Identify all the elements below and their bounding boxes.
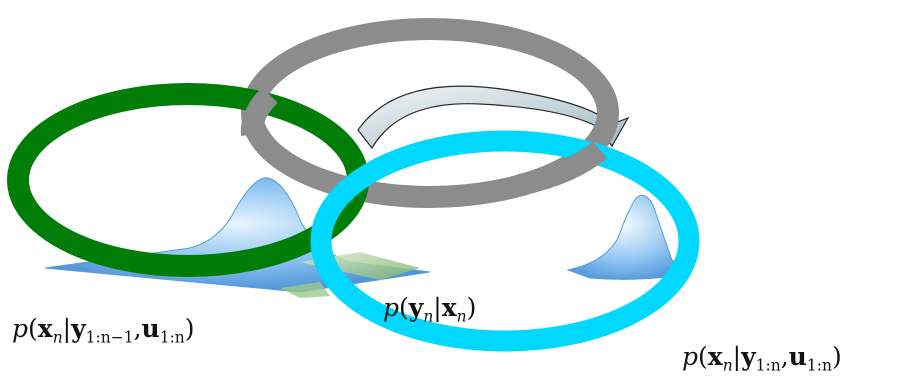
posterior-label: p(xn|y1:n,u1:n)	[682, 342, 842, 375]
predict-ring-overlap	[240, 87, 278, 136]
update-ring	[310, 130, 700, 352]
likelihood-label: p(yn|xn)	[383, 293, 477, 326]
prior-label: p(xn|y1:n−1,u1:n)	[12, 314, 195, 347]
predict-ring-overlap-2	[517, 141, 608, 196]
cycle-arrow	[357, 85, 630, 150]
